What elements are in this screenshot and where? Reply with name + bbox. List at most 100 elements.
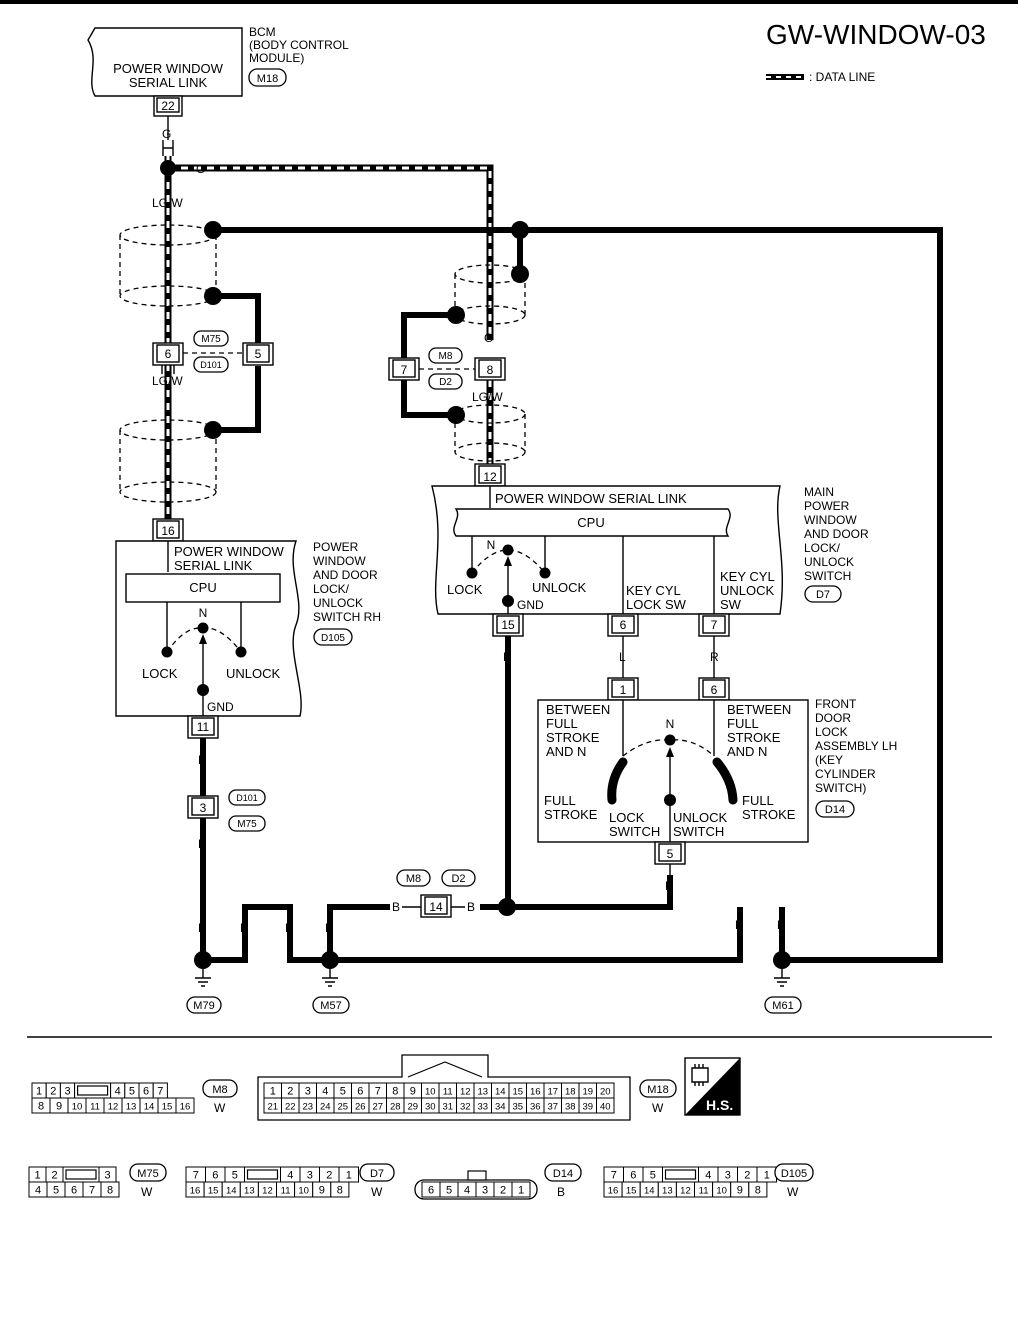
d105-pin: 6 xyxy=(630,1170,636,1182)
bcm-box-text-1: POWER WINDOW xyxy=(113,61,223,76)
d14-pin: 3 xyxy=(482,1185,488,1197)
main-key-lock-1: KEY CYL xyxy=(626,583,681,598)
bcm-label-2: (BODY CONTROL xyxy=(249,38,349,52)
main-label-1: MAIN xyxy=(804,485,834,499)
rh-serial-link-2: SERIAL LINK xyxy=(174,558,253,573)
d7-pin-key xyxy=(246,1169,279,1180)
main-pin-15: 15 xyxy=(501,618,515,632)
m18-pin: 17 xyxy=(547,1087,558,1098)
wire-b-rh-2: B xyxy=(198,837,206,851)
m8-pin: 8 xyxy=(38,1101,44,1113)
main-key-unlock-3: SW xyxy=(720,597,742,612)
bcm-pin-22: 22 xyxy=(161,99,175,113)
door-between-left-1: BETWEEN xyxy=(546,702,610,717)
d7-pin-cell xyxy=(330,1181,350,1198)
face-m75-id: M75 xyxy=(137,1168,158,1180)
data-line-left xyxy=(162,116,494,532)
m18-pin: 19 xyxy=(582,1087,593,1098)
d2-label-right: D2 xyxy=(439,377,452,388)
door-between-right-3: STROKE xyxy=(727,730,781,745)
m18-pin: 27 xyxy=(372,1102,383,1113)
d7-pin: 12 xyxy=(262,1186,273,1197)
door-pin-6: 6 xyxy=(711,683,718,697)
door-lock-sw-2: SWITCH xyxy=(609,824,660,839)
connector-m8-d2-14: B 14 M8 D2 B xyxy=(392,869,673,918)
wire-b-door: B xyxy=(665,879,673,893)
wire-b-14-right: B xyxy=(467,900,475,914)
d14-pin: 6 xyxy=(428,1185,434,1197)
d7-pin: 9 xyxy=(319,1185,325,1197)
wire-b-m79-2: B xyxy=(240,921,248,935)
rh-label-3: AND DOOR xyxy=(313,568,378,582)
wire-g-right: G xyxy=(484,331,493,345)
main-key-lock-2: LOCK SW xyxy=(626,597,687,612)
main-pin-6: 6 xyxy=(620,618,627,632)
d7-pin: 14 xyxy=(226,1186,237,1197)
shield-splice-1 xyxy=(204,221,222,239)
door-between-left-4: AND N xyxy=(546,744,586,759)
d14-tab xyxy=(467,1170,487,1181)
m75-pin: 7 xyxy=(89,1185,95,1197)
d105-pin: 4 xyxy=(705,1170,711,1182)
m18-pin: 3 xyxy=(305,1086,311,1098)
d101-label-ground: D101 xyxy=(236,793,258,803)
m8-pin: 2 xyxy=(50,1086,56,1098)
m18-pin: 30 xyxy=(425,1102,436,1113)
m18-pin: 22 xyxy=(285,1102,296,1113)
ground-m79-label: M79 xyxy=(193,1000,214,1012)
wire-lgw-left-top: LG/W xyxy=(152,196,183,210)
door-between-right-4: AND N xyxy=(727,744,767,759)
ground-m79: M79 xyxy=(186,904,330,1014)
d105-pin: 15 xyxy=(626,1186,637,1197)
wire-b-m61-left: B xyxy=(735,918,743,932)
main-label-6: UNLOCK xyxy=(804,555,854,569)
rh-label-5: UNLOCK xyxy=(313,596,363,610)
m8-pin: 4 xyxy=(115,1086,121,1098)
main-connector-id: D7 xyxy=(816,589,830,601)
m18-pin: 35 xyxy=(512,1102,523,1113)
face-d105-color: W xyxy=(787,1185,799,1199)
m75-pin: 3 xyxy=(104,1170,110,1182)
m18-pin: 9 xyxy=(410,1086,416,1098)
d105-pin: 10 xyxy=(716,1186,727,1197)
door-lock-assembly: 1 6 N BETWEEN FULL STROKE AND N BETWEEN … xyxy=(537,677,897,865)
m75-pin: 6 xyxy=(71,1185,77,1197)
main-key-unlock-1: KEY CYL xyxy=(720,569,775,584)
face-d7-color: W xyxy=(371,1185,383,1199)
rh-n: N xyxy=(199,606,208,620)
door-label-7: SWITCH) xyxy=(815,781,866,795)
d14-pin: 1 xyxy=(518,1185,524,1197)
d105-pin: 7 xyxy=(611,1170,617,1182)
door-full-right-1: FULL xyxy=(742,793,774,808)
rh-pin-16: 16 xyxy=(161,524,175,538)
door-between-right-2: FULL xyxy=(727,716,759,731)
m18-pin: 13 xyxy=(477,1087,488,1098)
d105-pin: 12 xyxy=(680,1186,691,1197)
face-d105-id: D105 xyxy=(781,1168,807,1180)
shield-drain-left-lower xyxy=(213,366,261,433)
rh-gnd: GND xyxy=(207,700,234,714)
m8-pin: 12 xyxy=(108,1102,119,1113)
m18-pin: 38 xyxy=(565,1102,576,1113)
wire-b-m57: B xyxy=(285,921,293,935)
d105-pin: 14 xyxy=(644,1186,655,1197)
m75-label-ground: M75 xyxy=(237,819,257,830)
shield-splice-2 xyxy=(204,287,222,305)
ground-m57-label: M57 xyxy=(320,1000,341,1012)
wire-b-m79: B xyxy=(198,921,206,935)
face-m8-color: W xyxy=(214,1101,226,1115)
m8-pin: 11 xyxy=(90,1102,100,1113)
d101-label-left: D101 xyxy=(200,360,222,370)
face-d14-color: B xyxy=(557,1185,565,1199)
d7-pin: 15 xyxy=(208,1186,219,1197)
splice-g xyxy=(160,160,176,176)
wire-b-main: B xyxy=(503,650,511,664)
hs-symbol: H.S. xyxy=(684,1057,741,1116)
rh-pin-11: 11 xyxy=(197,720,210,734)
wire-b-m61-right: B xyxy=(777,918,785,932)
m75-pin: 8 xyxy=(107,1185,113,1197)
